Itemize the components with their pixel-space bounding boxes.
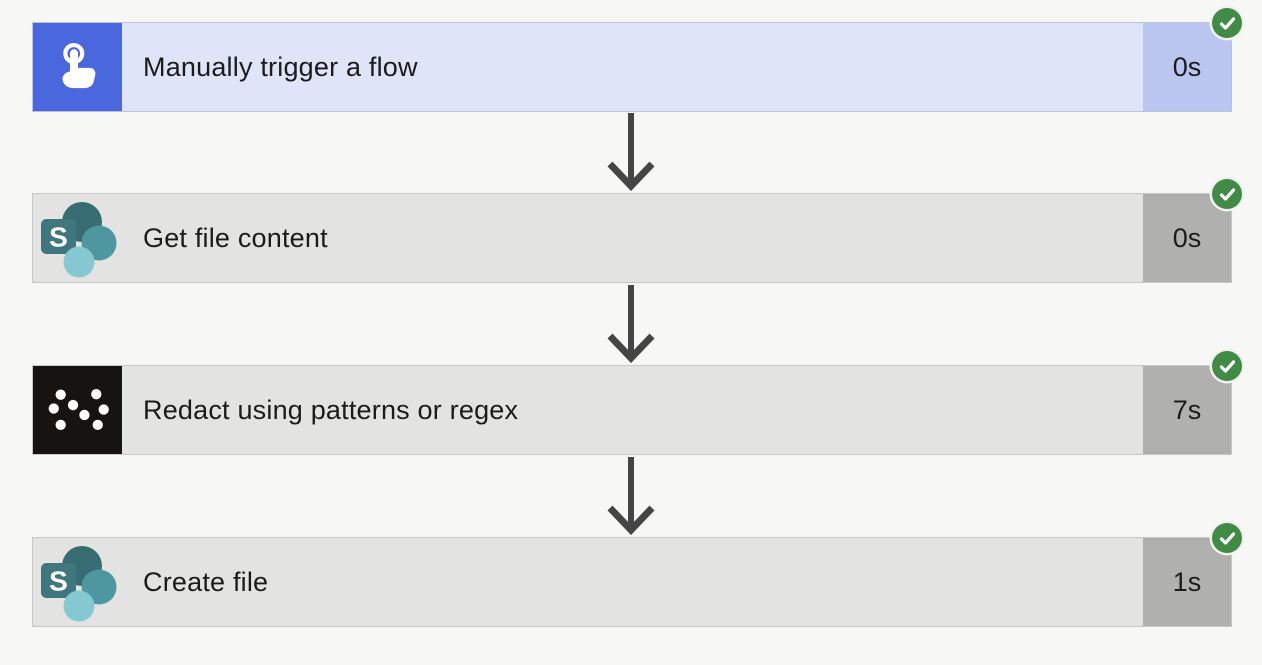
sharepoint-icon: S [33,194,122,282]
connector-arrow-icon [607,285,655,363]
step-duration: 7s [1143,366,1231,454]
step-duration: 1s [1143,538,1231,626]
redact-dots-icon [33,366,122,454]
flow-step-card-manually-trigger[interactable]: Manually trigger a flow 0s [32,8,1242,112]
status-success-badge [1212,351,1242,381]
sharepoint-letter: S [49,566,68,597]
step-duration: 0s [1143,194,1231,282]
step-label: Create file [143,566,269,597]
connector-arrow-icon [607,457,655,535]
step-label: Get file content [143,222,328,253]
checkmark-icon [1219,531,1235,545]
status-success-badge [1212,8,1242,38]
sharepoint-letter: S [49,222,68,253]
status-success-badge [1212,523,1242,553]
step-label: Redact using patterns or regex [143,394,519,425]
flow-step-card-get-file-content[interactable]: S Get file content 0s [32,179,1242,283]
manual-trigger-touch-icon [33,23,122,111]
checkmark-icon [1219,16,1235,30]
sharepoint-icon: S [33,538,122,626]
connector-arrow-icon [607,113,655,191]
flow-step-card-create-file[interactable]: S Create file 1s [32,523,1242,627]
checkmark-icon [1219,187,1235,201]
step-duration: 0s [1143,23,1231,111]
checkmark-icon [1219,359,1235,373]
status-success-badge [1212,179,1242,209]
step-label: Manually trigger a flow [143,51,418,82]
flow-step-card-redact-patterns-regex[interactable]: Redact using patterns or regex 7s [32,351,1242,455]
